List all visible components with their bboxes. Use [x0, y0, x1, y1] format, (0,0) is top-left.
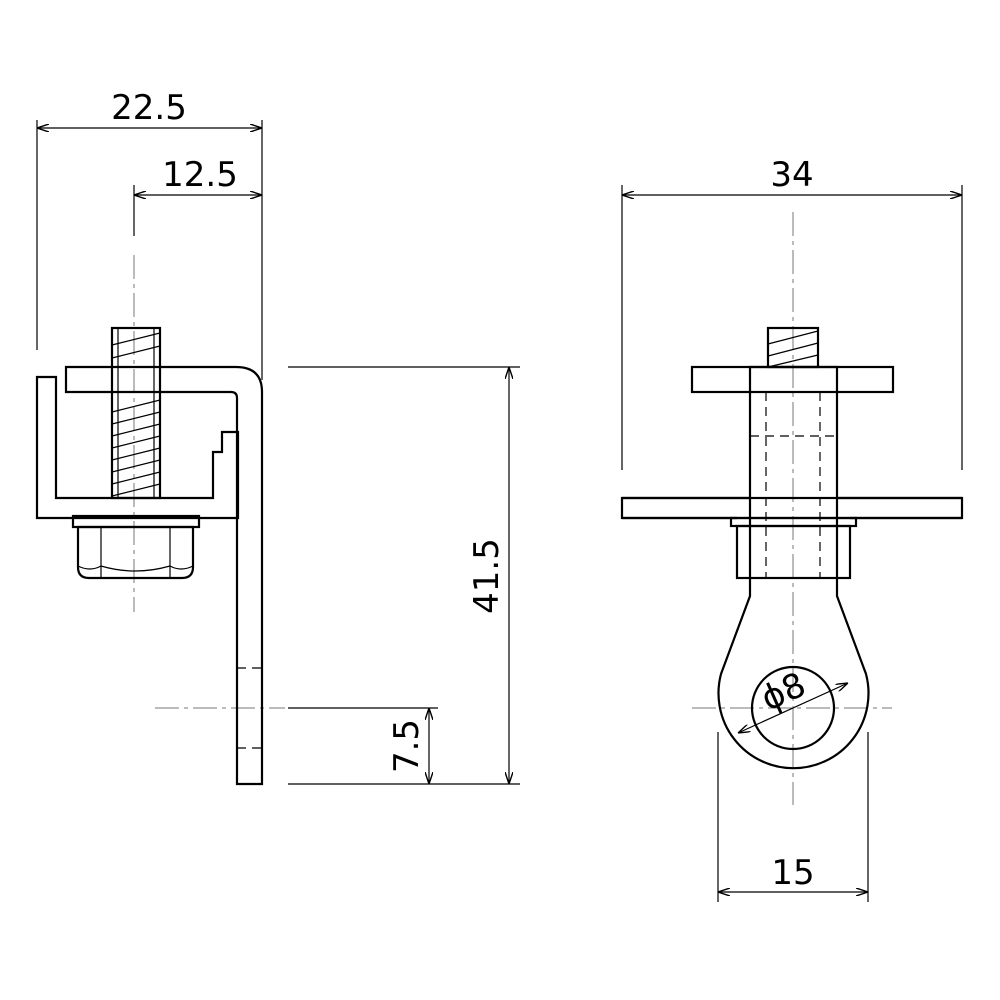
side-view: 22.5 12.5 41.5 7.5: [35, 88, 520, 786]
dim-line-hole-diameter: [738, 683, 848, 733]
eye-bracket: [717, 365, 870, 770]
bracket-plate: [64, 365, 264, 786]
front-view: ϕ8 34 15: [620, 155, 964, 902]
hex-nut: [76, 525, 195, 580]
front-bolt-thread: [766, 326, 820, 369]
dim-eye-width: 15: [771, 853, 814, 893]
dim-overall-width: 22.5: [111, 88, 187, 128]
front-hidden-lines: [750, 391, 837, 579]
dim-plate-width: 34: [770, 155, 813, 195]
dim-bolt-offset: 12.5: [162, 155, 238, 195]
c-channel: [35, 375, 240, 520]
rail-flange: [620, 496, 964, 520]
bolt-thread-hatch: [111, 332, 161, 497]
front-nut: [735, 524, 852, 580]
dim-hole-diameter: ϕ8: [755, 665, 812, 719]
dim-total-height: 41.5: [467, 538, 507, 614]
dim-hole-offset: 7.5: [387, 719, 427, 773]
bolt-shank: [110, 326, 162, 500]
